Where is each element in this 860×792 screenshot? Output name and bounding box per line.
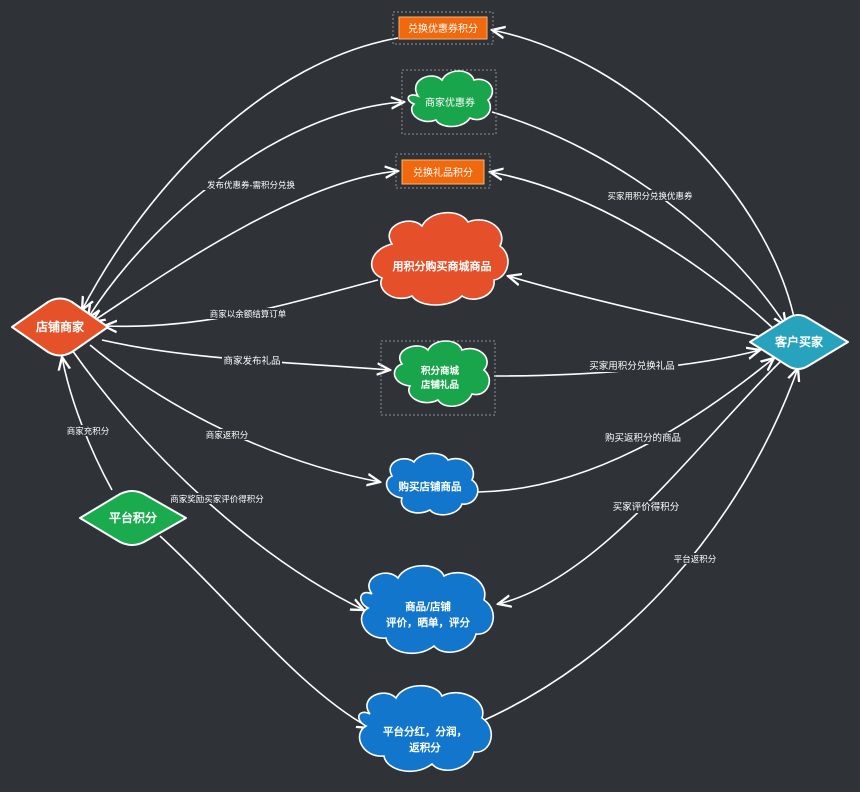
label-buyer-redeem-gift: 买家用积分兑换礼品 — [589, 360, 675, 372]
edge-buyer-to-redeem-gift — [490, 172, 776, 331]
label-reward-review: 商家奖励买家评价得积分 — [170, 494, 264, 505]
buy-store-goods-text: 购买店铺商品 — [399, 480, 462, 493]
node-points-mall-gift[interactable]: 积分商城 店铺礼品 — [380, 340, 496, 416]
label-platform-return: 平台返积分 — [674, 554, 717, 565]
label-recharge-points: 商家充积分 — [67, 426, 110, 437]
edge-labels: 发布优惠券-需积分兑换 商家以余额结算订单 商家发布礼品 商家返积分 商家充积分… — [64, 179, 718, 565]
node-review[interactable]: 商品/店铺 评价，晒单，评分 — [360, 565, 495, 655]
edge-buy-store-to-buyer — [477, 358, 774, 493]
label-return-points: 商家返积分 — [206, 430, 249, 441]
edge-platform-to-dividend — [159, 535, 370, 728]
edge-coupon-to-buyer — [491, 111, 786, 326]
edge-merchant-to-review — [71, 349, 364, 610]
label-review-earn: 买家评价得积分 — [613, 501, 680, 513]
buyer-text: 客户买家 — [774, 334, 824, 349]
edge-platform-to-merchant — [62, 357, 113, 491]
edge-merchant-to-redeem-gift — [92, 171, 398, 322]
edge-buyer-to-review — [498, 359, 783, 604]
node-platform-dividend[interactable]: 平台分红，分润， 返积分 — [358, 685, 493, 773]
label-buy-return-goods: 购买返积分的商品 — [605, 432, 681, 444]
edge-buyer-to-redeem-coupon — [492, 30, 796, 323]
platform-text: 平台积分 — [109, 510, 157, 525]
edge-buyer-to-buy-with-points — [508, 276, 759, 337]
points-mall-gift-line1: 积分商城 — [421, 365, 460, 377]
review-line1: 商品/店铺 — [405, 600, 451, 613]
node-buy-with-points[interactable]: 用积分购买商城商品 — [371, 211, 509, 306]
node-merchant-coupon[interactable]: 商家优惠券 — [401, 69, 497, 135]
node-buy-store-goods[interactable]: 购买店铺商品 — [385, 452, 479, 516]
node-platform[interactable]: 平台积分 — [79, 490, 187, 546]
label-buyer-redeem-coupon: 买家用积分兑换优惠券 — [607, 191, 693, 202]
label-issue-coupon: 发布优惠券-需积分兑换 — [207, 180, 296, 191]
node-redeem-gift-points[interactable]: 兑换礼品积分 — [395, 153, 491, 189]
platform-dividend-line1: 平台分红，分润， — [383, 725, 467, 738]
platform-dividend-line2: 返积分 — [409, 741, 441, 754]
merchant-coupon-text: 商家优惠券 — [425, 96, 475, 109]
redeem-coupon-points-text: 兑换优惠券积分 — [408, 22, 478, 35]
edge-merchant-to-redeem-coupon — [82, 37, 399, 310]
review-line2: 评价，晒单，评分 — [386, 616, 470, 629]
label-publish-gift: 商家发布礼品 — [223, 355, 280, 367]
node-buyer[interactable]: 客户买家 — [749, 314, 849, 370]
points-mall-gift-line2: 店铺礼品 — [421, 379, 459, 391]
redeem-gift-points-text: 兑换礼品积分 — [413, 166, 473, 179]
edge-dividend-to-buyer — [479, 368, 798, 723]
buy-with-points-text: 用积分购买商城商品 — [393, 259, 492, 273]
merchant-text: 店铺商家 — [36, 319, 85, 334]
node-merchant[interactable]: 店铺商家 — [11, 297, 109, 357]
label-settle-balance: 商家以余额结算订单 — [210, 309, 287, 320]
node-redeem-coupon-points[interactable]: 兑换优惠券积分 — [392, 11, 494, 45]
